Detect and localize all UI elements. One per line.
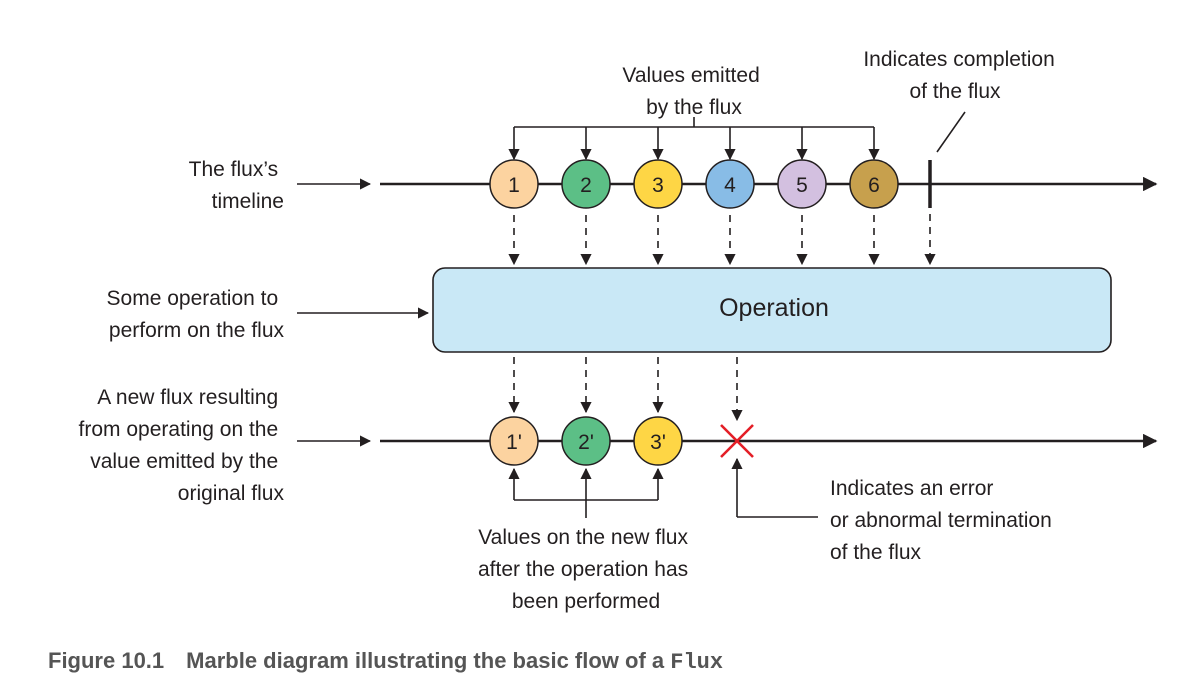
result-marble-circle: [489, 416, 539, 466]
source-marble-circle: [849, 159, 899, 209]
source-marble-label: 2: [580, 174, 592, 197]
error-x-icon: [720, 424, 754, 458]
output-dashes: [508, 357, 743, 422]
result-marbles: 1' 2' 3': [489, 416, 683, 466]
figure-caption-code: Flux: [670, 650, 724, 675]
source-marble-label: 5: [796, 174, 808, 197]
source-marble-label: 4: [724, 174, 736, 197]
source-marble-circle: [633, 159, 683, 209]
new-values-label: Values on the new flux after the operati…: [478, 526, 694, 613]
values-emitted-bracket: [508, 117, 880, 161]
figure-caption-text: Marble diagram illustrating the basic fl…: [186, 648, 671, 673]
new-flux-label: A new flux resulting from operating on t…: [79, 386, 285, 505]
source-marble-circle: [489, 159, 539, 209]
source-marble-circle: [561, 159, 611, 209]
source-marble-circle: [705, 159, 755, 209]
source-marble-3: 3: [633, 159, 683, 209]
operation-label: Operation: [719, 294, 829, 322]
figure-caption: Figure 10.1 Marble diagram illustrating t…: [48, 648, 723, 675]
source-marble-6: 6: [849, 159, 899, 209]
result-marble-label: 3': [650, 431, 666, 454]
marble-diagram: Values emitted by the flux Indicates com…: [79, 48, 1158, 613]
values-emitted-label: Values emitted by the flux: [622, 64, 765, 119]
result-marble-label: 1': [506, 431, 522, 454]
result-marble-1: 1': [489, 416, 539, 466]
source-marble-1: 1: [489, 159, 539, 209]
figure-number: Figure 10.1: [48, 648, 165, 673]
source-marbles: 1 2 3 4 5 6: [489, 159, 899, 209]
source-marble-2: 2: [561, 159, 611, 209]
source-marble-label: 3: [652, 174, 664, 197]
result-marble-circle: [561, 416, 611, 466]
source-marble-circle: [777, 159, 827, 209]
error-label: Indicates an error or abnormal terminati…: [830, 477, 1058, 564]
source-marble-label: 1: [508, 174, 520, 197]
result-marble-label: 2': [578, 431, 594, 454]
new-values-bracket: [508, 467, 664, 518]
source-marble-4: 4: [705, 159, 755, 209]
input-dashes: [508, 214, 936, 266]
result-marble-2: 2': [561, 416, 611, 466]
error-pointer: [731, 457, 818, 518]
timeline-label: The flux’s timeline: [189, 158, 284, 213]
operation-box: [432, 267, 1112, 353]
source-marble-5: 5: [777, 159, 827, 209]
operation-description-label: Some operation to perform on the flux: [107, 287, 285, 342]
result-marble-circle: [633, 416, 683, 466]
completion-pointer: [936, 111, 966, 153]
source-marble-label: 6: [868, 174, 880, 197]
result-marble-3: 3': [633, 416, 683, 466]
completion-label: Indicates completion of the flux: [863, 48, 1060, 103]
